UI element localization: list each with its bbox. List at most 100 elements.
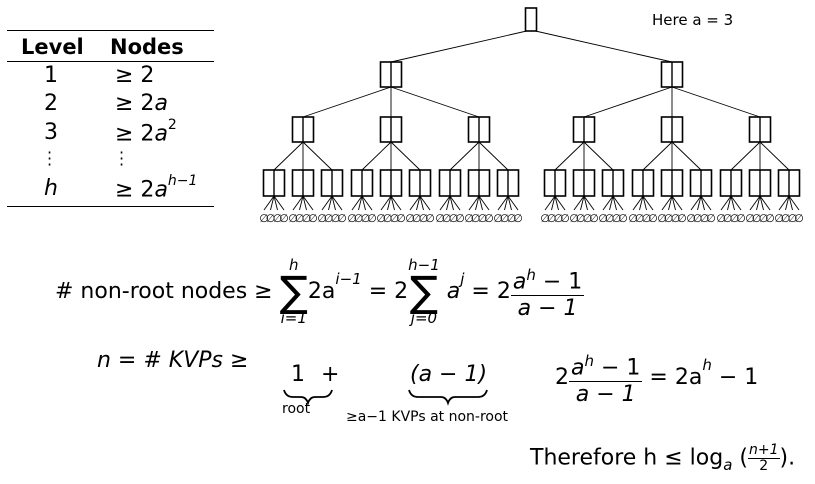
leaf-null: ∅ xyxy=(759,212,769,225)
formula1-term: 2a xyxy=(307,279,336,304)
tree-edge xyxy=(730,141,761,171)
tree-edge xyxy=(390,195,402,211)
leaf-null: ∅ xyxy=(302,212,312,225)
leaf-null: ∅ xyxy=(383,212,393,225)
tree-edge xyxy=(759,195,764,211)
tree-node-level4 xyxy=(320,169,344,197)
leaf-null: ∅ xyxy=(337,212,347,225)
tree-edge xyxy=(468,195,480,211)
leaf-null: ∅ xyxy=(628,212,638,225)
leaf-null: ∅ xyxy=(612,212,622,225)
leaf-null: ∅ xyxy=(598,212,608,225)
vdots-level: ··· xyxy=(47,143,53,174)
fraction: ah − 1 a − 1 xyxy=(510,262,585,322)
leaf-null: ∅ xyxy=(396,212,406,225)
tree-node-level4 xyxy=(496,169,520,197)
tree-edge xyxy=(302,195,307,211)
leaf-null: ∅ xyxy=(700,212,710,225)
tree-edge xyxy=(361,141,392,171)
tree-edge xyxy=(671,195,683,211)
header-nodes: Nodes xyxy=(110,35,184,59)
tree-edge xyxy=(419,195,424,211)
tree-node-level4 xyxy=(748,169,772,197)
tree-edge xyxy=(609,195,614,211)
tree-edge xyxy=(668,195,673,211)
tree-edge xyxy=(478,195,490,211)
tree-edge xyxy=(671,86,761,118)
tree-edge xyxy=(642,195,654,211)
leaf-null: ∅ xyxy=(671,212,681,225)
tree-edge xyxy=(580,195,585,211)
tree-edge xyxy=(292,195,304,211)
tree-node-level4 xyxy=(262,169,286,197)
leaf-null: ∅ xyxy=(736,212,746,225)
leaf-null: ∅ xyxy=(331,212,341,225)
row-nodes: ≥ 2a2 xyxy=(115,117,177,147)
leaf-null: ∅ xyxy=(288,212,298,225)
leaf-null: ∅ xyxy=(648,212,658,225)
leaf-null: ∅ xyxy=(507,212,517,225)
leaf-null: ∅ xyxy=(752,212,762,225)
leaf-null: ∅ xyxy=(788,212,798,225)
formula-kvps: n = # KVPs ≥ xyxy=(97,348,248,373)
leaf-null: ∅ xyxy=(455,212,465,225)
leaf-null: ∅ xyxy=(376,212,386,225)
leaf-null: ∅ xyxy=(706,212,716,225)
nonroot-label: ≥a−1 KVPs at non-root xyxy=(346,409,509,425)
tree-edge xyxy=(671,141,702,171)
tree-edge xyxy=(409,195,421,211)
leaf-null: ∅ xyxy=(554,212,564,225)
leaf-null: ∅ xyxy=(464,212,474,225)
therefore-text: Therefore h ≤ log xyxy=(530,445,724,471)
tree-edge xyxy=(358,195,363,211)
level-nodes-table: Level Nodes 1 ≥ 2 2 ≥ 2a 3 ≥ 2a2 ··· ···… xyxy=(7,30,214,207)
leaf-null: ∅ xyxy=(576,212,586,225)
tree-note: Here a = 3 xyxy=(652,11,734,29)
tree-edge xyxy=(419,195,431,211)
leaf-null: ∅ xyxy=(723,212,733,225)
leaf-null: ∅ xyxy=(774,212,784,225)
tree-edge xyxy=(390,29,532,63)
table-row: 2 ≥ 2a xyxy=(7,91,214,118)
formula1-eq: = 2 xyxy=(471,279,511,304)
tree-node-level4 xyxy=(631,169,655,197)
tree-node-level4 xyxy=(467,169,491,197)
tree-edge xyxy=(351,195,363,211)
tree-node-level4 xyxy=(291,169,315,197)
table-row: 1 ≥ 2 xyxy=(7,63,214,90)
tree-edge xyxy=(530,29,673,63)
leaf-null: ∅ xyxy=(471,212,481,225)
tree-edge xyxy=(299,195,304,211)
tree-edge xyxy=(661,195,673,211)
tree-edge xyxy=(690,195,702,211)
tree-edge xyxy=(612,195,624,211)
tree-edge xyxy=(544,195,556,211)
underbrace-root xyxy=(283,389,333,406)
tree-edge xyxy=(475,195,480,211)
tree-edge xyxy=(554,195,566,211)
tree-edge xyxy=(730,195,742,211)
leaf-null: ∅ xyxy=(266,212,276,225)
formula-non-root-nodes: # non-root nodes ≥ h ∑ i=1 2ai−1 = 2 h−1… xyxy=(55,256,585,327)
tree-node-level3 xyxy=(660,116,684,143)
row-level: 3 xyxy=(44,120,58,145)
formula1-eq: = 2 xyxy=(368,279,409,304)
underbrace-nonroot xyxy=(408,389,488,406)
tree-node-level4 xyxy=(689,169,713,197)
tree-edge xyxy=(321,195,333,211)
leaf-null: ∅ xyxy=(540,212,550,225)
tree-edge xyxy=(446,195,451,211)
leaf-null: ∅ xyxy=(583,212,593,225)
tree-node-level4 xyxy=(350,169,374,197)
leaf-null: ∅ xyxy=(419,212,429,225)
tree-edge xyxy=(727,195,732,211)
tree-edge xyxy=(497,195,509,211)
tree-edge xyxy=(785,195,790,211)
tree-edge xyxy=(642,141,673,171)
tree-edge xyxy=(273,195,278,211)
tree-node-level4 xyxy=(660,169,684,197)
tree-edge xyxy=(416,195,421,211)
tree-node-level4 xyxy=(777,169,801,197)
